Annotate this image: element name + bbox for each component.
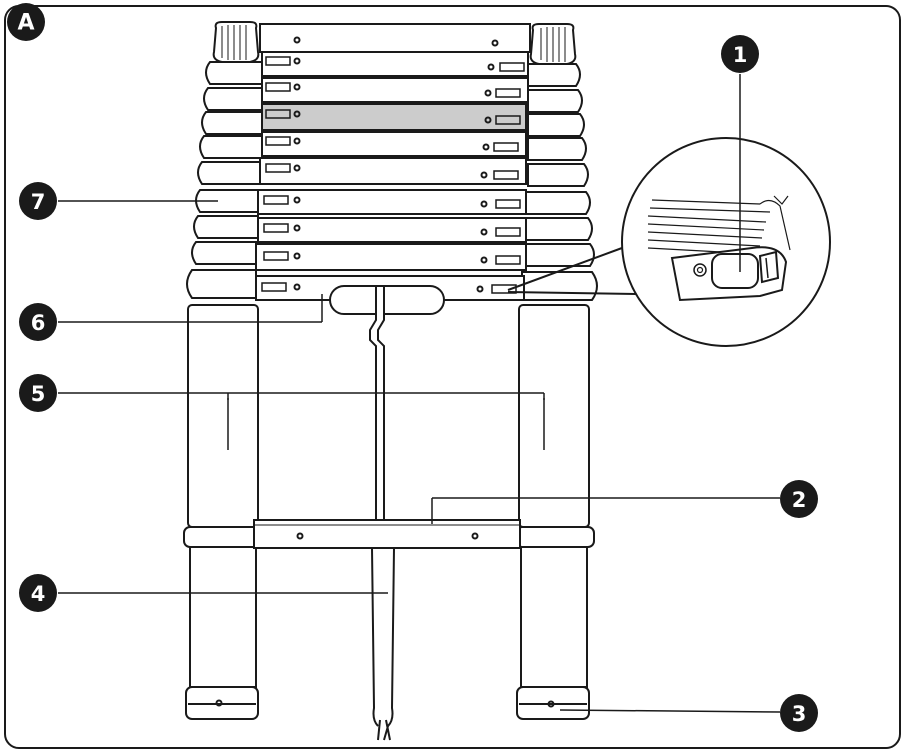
left-collars	[186, 21, 263, 299]
svg-text:5: 5	[31, 382, 46, 406]
svg-text:3: 3	[792, 702, 807, 726]
highlighted-rung	[261, 103, 527, 131]
svg-text:A: A	[17, 11, 34, 36]
callout-6: 6	[19, 303, 57, 341]
callout-1: 1	[721, 35, 759, 73]
callout-7: 7	[19, 182, 57, 220]
right-collars	[521, 23, 598, 301]
left-stile	[183, 304, 263, 720]
right-stile	[515, 304, 595, 720]
svg-text:7: 7	[31, 190, 46, 214]
rungs	[253, 23, 531, 549]
frame-border	[4, 5, 901, 749]
svg-text:4: 4	[31, 582, 46, 606]
lock-button	[711, 253, 759, 289]
carrying-handle	[329, 285, 445, 741]
magnified-lock-detail	[507, 137, 831, 347]
callout-4: 4	[19, 574, 57, 612]
callout-2: 2	[780, 480, 818, 518]
svg-text:1: 1	[733, 43, 748, 67]
leader-lines	[58, 74, 781, 713]
svg-text:2: 2	[792, 488, 807, 512]
callout-3: 3	[780, 694, 818, 732]
panel-label: A	[7, 3, 45, 41]
svg-text:6: 6	[31, 311, 46, 335]
ladder-illustration	[183, 21, 598, 741]
callout-5: 5	[19, 374, 57, 412]
